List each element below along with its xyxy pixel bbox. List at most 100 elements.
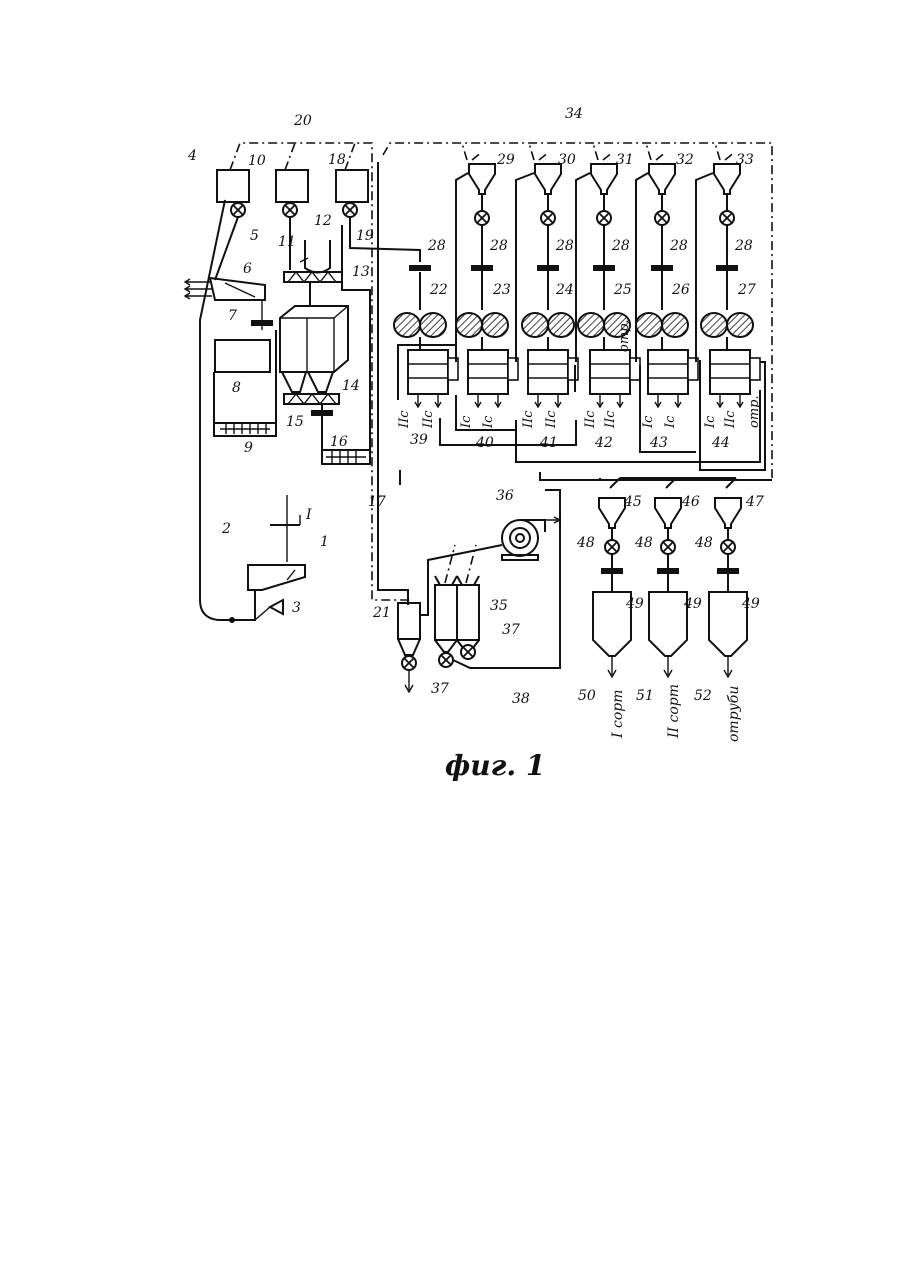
grade-41b: IIс <box>544 410 559 429</box>
sluice-37-right <box>461 645 475 659</box>
fan-36 <box>502 517 560 560</box>
label-49c: 49 <box>741 596 760 612</box>
label-28c: 28 <box>555 238 574 254</box>
label-46: 46 <box>681 494 700 510</box>
label-42: 42 <box>594 435 613 451</box>
label-14: 14 <box>342 378 360 394</box>
label-28f: 28 <box>734 238 753 254</box>
label-33: 33 <box>736 152 754 168</box>
grade-41a: IIс <box>521 410 536 429</box>
control-line-20-branch-10 <box>285 143 295 170</box>
label-48a: 48 <box>576 535 595 551</box>
label-28b: 28 <box>489 238 508 254</box>
line-5-6 <box>215 217 238 280</box>
label-23: 23 <box>492 282 511 298</box>
cyclones-35 <box>435 576 479 652</box>
label-25: 25 <box>613 282 632 298</box>
label-27: 27 <box>737 282 756 298</box>
cyclone-18 <box>336 170 368 217</box>
product-line-47 <box>709 478 747 677</box>
label-4: 4 <box>187 148 197 164</box>
label-51: 51 <box>636 688 654 704</box>
grade-43b: Iс <box>663 415 678 429</box>
label-49b: 49 <box>683 596 702 612</box>
line-to-product-cyclones <box>600 478 772 480</box>
mill-25-side-label: отр. <box>617 319 632 352</box>
label-18: 18 <box>328 152 346 168</box>
label-44: 44 <box>711 435 730 451</box>
label-19: 19 <box>356 228 374 244</box>
label-45: 45 <box>623 494 642 510</box>
screw-13 <box>284 272 342 282</box>
intake-hopper-1 <box>248 495 305 590</box>
conditioner-9 <box>214 423 276 436</box>
label-roman-i: I <box>305 507 312 523</box>
label-48c: 48 <box>694 535 713 551</box>
label-20: 20 <box>293 113 312 129</box>
label-17: 17 <box>368 494 386 510</box>
grade-40a: Iс <box>459 415 474 429</box>
cyclone-10 <box>276 170 308 217</box>
label-31: 31 <box>616 152 634 168</box>
meter-16 <box>311 410 333 416</box>
grade-42b: IIс <box>603 410 618 429</box>
label-47: 47 <box>745 494 764 510</box>
label-7: 7 <box>228 308 237 324</box>
junction-dot <box>229 617 235 623</box>
label-36: 36 <box>496 488 514 504</box>
grade-44a: Iс <box>703 415 718 429</box>
control-line-34 <box>383 143 772 480</box>
label-10: 10 <box>248 153 266 169</box>
label-37b: 37 <box>502 622 520 638</box>
label-49a: 49 <box>625 596 644 612</box>
main-air-duct <box>378 162 408 605</box>
label-37a: 37 <box>431 681 449 697</box>
grade-42a: IIс <box>583 410 598 429</box>
line-17-return <box>342 225 370 457</box>
label-34: 34 <box>565 106 583 122</box>
label-2: 2 <box>221 521 231 537</box>
control-line-35-branch <box>445 545 455 583</box>
return-line-38 <box>453 490 560 668</box>
product-52: отруби <box>726 686 742 742</box>
grade-39b: IIс <box>421 410 436 429</box>
label-50: 50 <box>578 688 596 704</box>
grade-39a: IIс <box>397 410 412 429</box>
label-15: 15 <box>286 414 304 430</box>
figure-caption: фиг. 1 <box>445 749 545 782</box>
label-32: 32 <box>676 152 694 168</box>
control-line-20-branch-18 <box>345 143 355 170</box>
label-30: 30 <box>558 152 576 168</box>
cyclone-4 <box>217 170 249 217</box>
sluice-37-left <box>439 653 453 667</box>
grade-44b: IIс <box>723 410 738 429</box>
label-16: 16 <box>330 434 348 450</box>
label-12: 12 <box>314 213 332 229</box>
label-24: 24 <box>555 282 574 298</box>
product-labels: I сорт II сорт отруби <box>610 684 742 742</box>
product-51: II сорт <box>666 684 682 739</box>
pneumatic-line-2-end <box>255 607 270 620</box>
grade-44c: отр. <box>747 395 762 428</box>
conditioner-17 <box>322 450 370 464</box>
cyclone-21 <box>398 603 420 692</box>
label-39: 39 <box>410 432 428 448</box>
washer-8 <box>215 340 270 372</box>
label-3: 3 <box>292 600 301 616</box>
label-40: 40 <box>475 435 494 451</box>
label-22: 22 <box>429 282 448 298</box>
label-48b: 48 <box>634 535 653 551</box>
tank-12 <box>300 240 330 273</box>
label-11: 11 <box>278 234 296 250</box>
label-13: 13 <box>352 264 370 280</box>
label-9: 9 <box>244 440 253 456</box>
label-8: 8 <box>232 380 241 396</box>
label-6: 6 <box>243 261 252 277</box>
fan-3 <box>270 600 283 614</box>
screw-15 <box>284 394 339 404</box>
label-28d: 28 <box>611 238 630 254</box>
label-5: 5 <box>250 228 259 244</box>
label-28e: 28 <box>669 238 688 254</box>
mill-line-22 <box>394 265 458 407</box>
